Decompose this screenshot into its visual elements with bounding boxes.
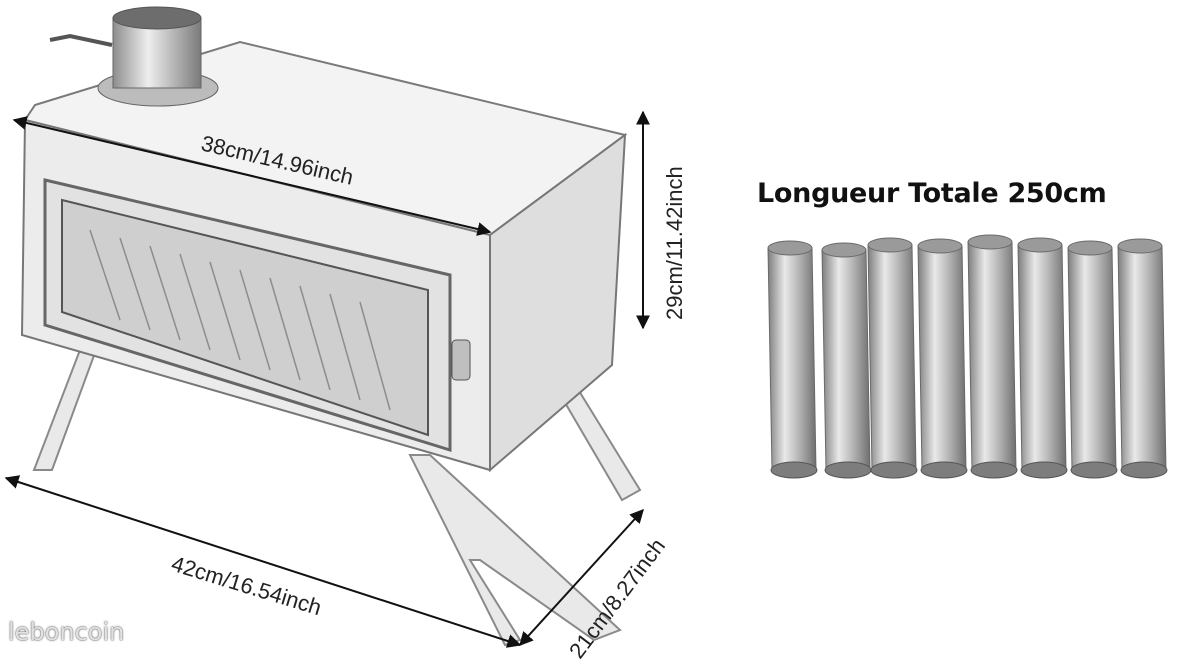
- dim-line-bottom-length: [4, 475, 522, 648]
- dimension-lines: [4, 110, 650, 648]
- chimney-opening: [112, 6, 202, 30]
- stove: [20, 6, 642, 647]
- pipe-section: [1117, 238, 1168, 479]
- dim-line-top-width: [12, 116, 492, 236]
- door-latch: [451, 339, 471, 381]
- dim-label-height: 29cm/11.42inch: [662, 166, 687, 320]
- damper-handle: [49, 33, 113, 47]
- pipe-section: [867, 237, 918, 479]
- stove-side: [489, 132, 627, 473]
- pipe-section: [917, 238, 968, 479]
- pipe-section: [1017, 237, 1068, 479]
- pipe-section: [767, 240, 818, 479]
- watermark: leboncoin: [8, 618, 125, 646]
- pipe-section: [1067, 240, 1118, 479]
- dim-label-bottom-length: 42cm/16.54inch: [169, 551, 325, 620]
- pipe-section: [821, 242, 872, 479]
- pipe-total-length-heading: Longueur Totale 250cm: [757, 178, 1107, 209]
- oven-grill: [89, 229, 391, 411]
- pipe-section: [967, 234, 1018, 479]
- dim-line-depth: [519, 508, 644, 647]
- chimney-pipes: [767, 234, 1168, 479]
